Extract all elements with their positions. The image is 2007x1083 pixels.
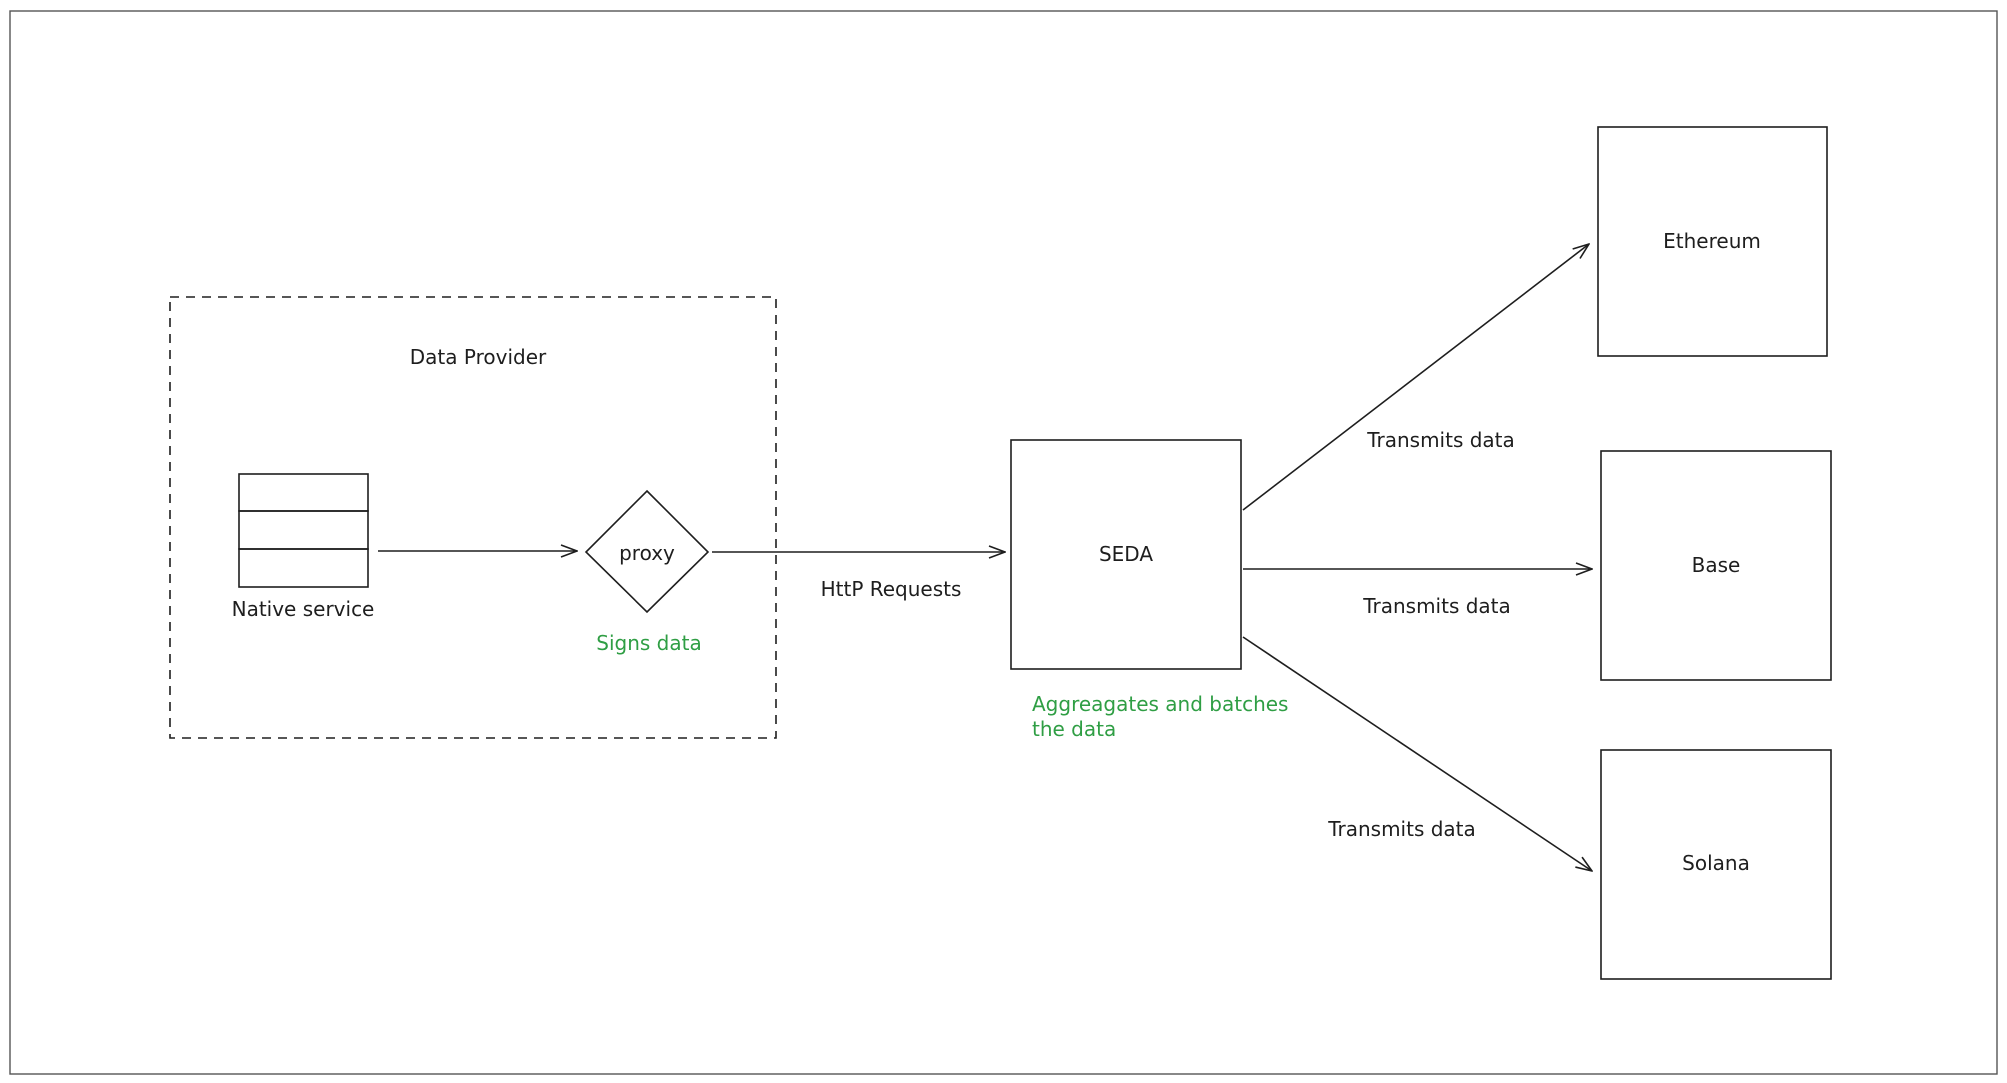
proxy-to-seda-edge: HttP Requests (712, 552, 1005, 601)
proxy-node[interactable]: proxy Signs data (584, 489, 710, 655)
proxy-diamond (584, 489, 710, 614)
ethereum-box (1597, 126, 1828, 357)
proxy-label: proxy (619, 541, 675, 565)
base-label: Base (1692, 553, 1741, 577)
proxy-to-seda-label: HttP Requests (821, 577, 962, 601)
seda-note-line-1: Aggreagates and batches (1032, 692, 1288, 716)
data-provider-group[interactable]: Data Provider (169, 296, 777, 739)
seda-to-ethereum-label: Transmits data (1366, 428, 1515, 452)
native-service-block-1 (238, 473, 369, 512)
solana-box (1600, 749, 1832, 980)
base-node[interactable]: Base (1600, 450, 1832, 681)
base-box (1600, 450, 1832, 681)
native-service-block-3 (238, 548, 369, 588)
canvas-frame (9, 10, 1998, 1075)
proxy-note: Signs data (596, 631, 701, 655)
seda-to-ethereum-edge: Transmits data (1242, 244, 1589, 511)
seda-to-solana-label: Transmits data (1327, 817, 1476, 841)
data-provider-boundary (169, 296, 777, 739)
seda-to-base-label: Transmits data (1362, 594, 1511, 618)
ethereum-label: Ethereum (1663, 229, 1761, 253)
solana-label: Solana (1682, 851, 1750, 875)
seda-to-base-edge: Transmits data (1243, 569, 1592, 618)
seda-to-ethereum-arrow (1242, 244, 1589, 511)
seda-to-solana-edge: Transmits data (1242, 636, 1592, 871)
native-service-block-2 (238, 510, 369, 550)
native-service-label: Native service (232, 597, 375, 621)
seda-note-line-2: the data (1032, 717, 1116, 741)
seda-label: SEDA (1099, 542, 1153, 566)
native-service-node[interactable]: Native service (232, 473, 375, 621)
seda-box (1010, 439, 1242, 670)
seda-node[interactable]: SEDA Aggreagates and batches the data (1010, 439, 1288, 741)
ethereum-node[interactable]: Ethereum (1597, 126, 1828, 357)
seda-to-solana-arrow (1242, 636, 1592, 871)
data-provider-label: Data Provider (410, 345, 547, 369)
solana-node[interactable]: Solana (1600, 749, 1832, 980)
